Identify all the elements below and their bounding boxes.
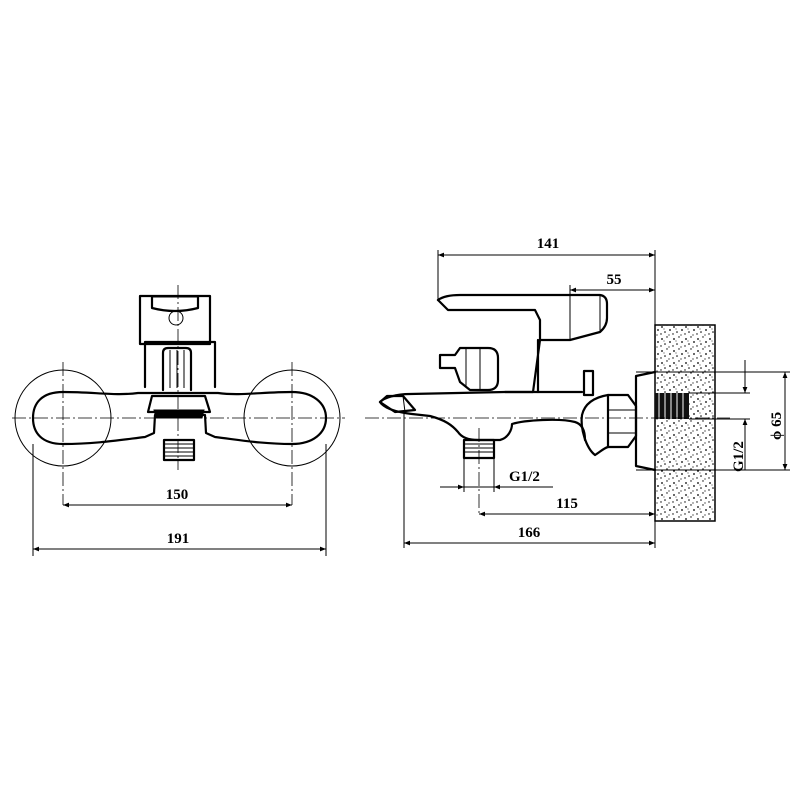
front-view: 150 191: [12, 285, 345, 556]
dimension-55: 55: [607, 272, 622, 288]
faucet-body-side: [436, 293, 609, 394]
dimension-150: 150: [166, 487, 189, 503]
dimension-diameter-65: ϕ 65: [769, 412, 785, 440]
dimension-166: 166: [518, 525, 541, 541]
dimension-141: 141: [537, 236, 560, 252]
diverter-knob-side: [438, 346, 500, 392]
wall-flange: [634, 370, 657, 472]
dimension-115: 115: [556, 496, 578, 512]
side-view: 141 55 G1/2 115 166 G1/2 ϕ 65: [365, 236, 790, 548]
outlet-thread: [162, 438, 196, 462]
s-connector: [580, 393, 610, 457]
spout: [378, 390, 587, 442]
dimension-g12-outlet: G1/2: [509, 469, 540, 485]
valve-housing: [138, 294, 212, 346]
wall-section: [654, 324, 716, 522]
faucet-body: [31, 390, 328, 446]
dimension-g12-inlet: G1/2: [731, 441, 747, 472]
spout-tip: [378, 394, 417, 414]
dimension-191: 191: [167, 531, 190, 547]
diverter-knob: [161, 346, 193, 392]
aerator: [153, 409, 205, 419]
lever-front: [150, 295, 200, 313]
hex-nut: [606, 393, 638, 449]
wall-thread: [655, 393, 689, 419]
